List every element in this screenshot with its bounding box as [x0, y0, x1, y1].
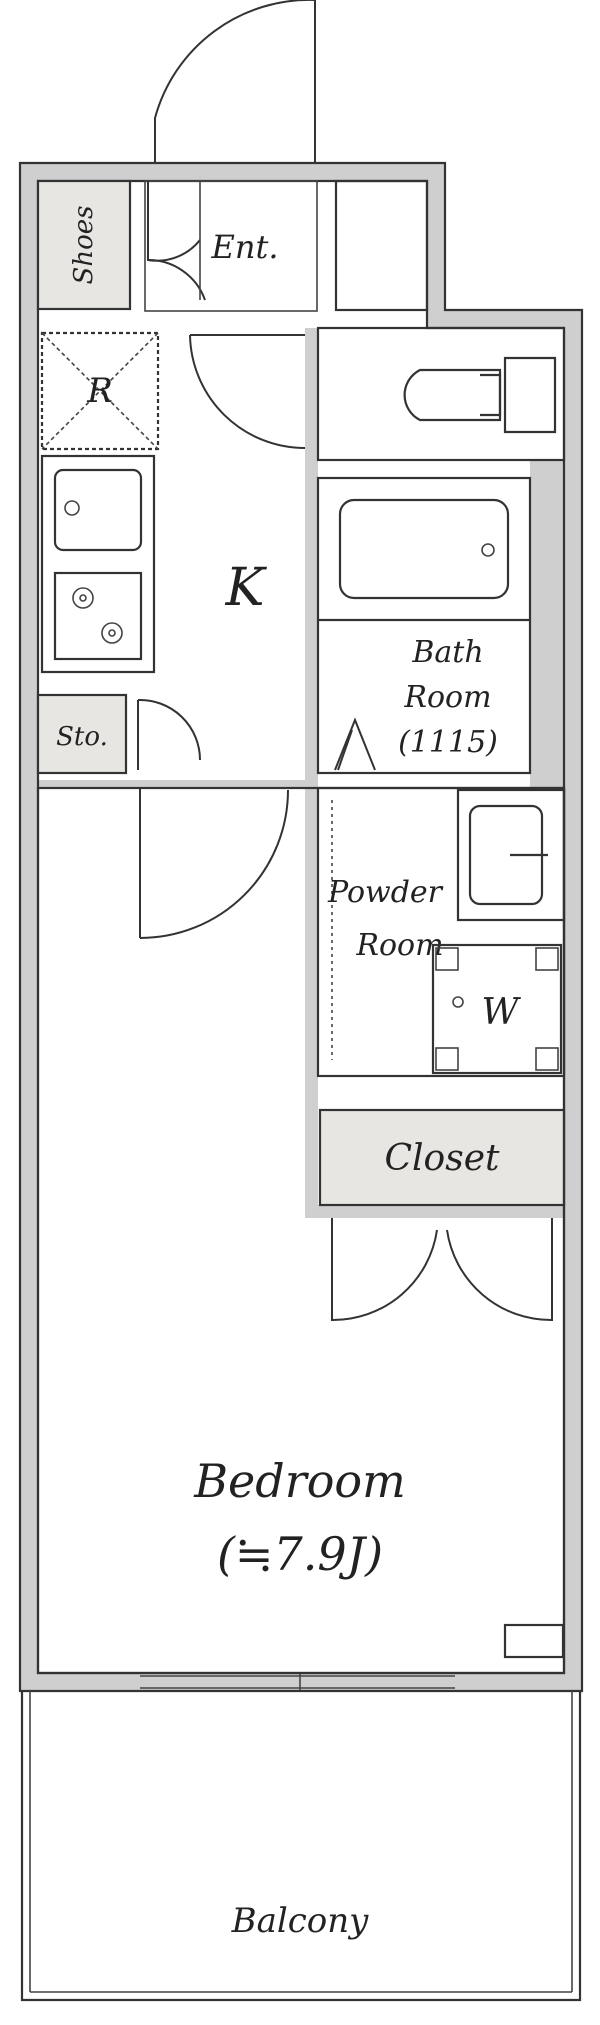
balcony-label: Balcony [231, 1901, 370, 1941]
washer-space: W [431, 943, 563, 1075]
bedroom-size-label: (≒7.9J) [217, 1527, 383, 1581]
bedroom-door [139, 788, 289, 939]
shoes-label: Shoes [69, 206, 99, 285]
washbasin-icon [456, 788, 566, 922]
balcony-window [140, 1674, 455, 1690]
bath-label-line3: (1115) [398, 725, 498, 760]
bath-room: Bath Room (1115) [316, 476, 532, 775]
kitchen-counter [40, 454, 156, 674]
storage-closet: Sto. [36, 693, 201, 775]
toilet-icon [403, 356, 557, 434]
stove-burner-icon [72, 587, 123, 644]
powder-label-line2: Room [355, 928, 443, 963]
bath-label-line1: Bath [411, 635, 483, 670]
entrance-label: Ent. [211, 228, 279, 266]
kitchen-label: K [225, 558, 268, 618]
entrance-door [154, 0, 316, 163]
closet-label: Closet [385, 1138, 501, 1179]
washer-label: W [481, 992, 521, 1033]
toilet-room [189, 326, 566, 462]
pipe-space [334, 179, 429, 312]
bath-label-line2: Room [403, 680, 491, 715]
storage-label: Sto. [56, 722, 108, 752]
entrance-area [144, 180, 318, 312]
shoes-cabinet: Shoes [36, 179, 132, 311]
balcony: Balcony [20, 1691, 582, 2002]
refrigerator-label: R [86, 371, 113, 411]
powder-room: Powder Room W [316, 786, 566, 1078]
closet: Closet [318, 1108, 566, 1322]
powder-label-line1: Powder [327, 875, 444, 910]
bedroom: Bedroom (≒7.9J) [36, 786, 566, 1675]
refrigerator-space: R [40, 331, 160, 451]
bedroom-label: Bedroom [193, 1454, 405, 1508]
outer-walls [20, 163, 582, 1691]
